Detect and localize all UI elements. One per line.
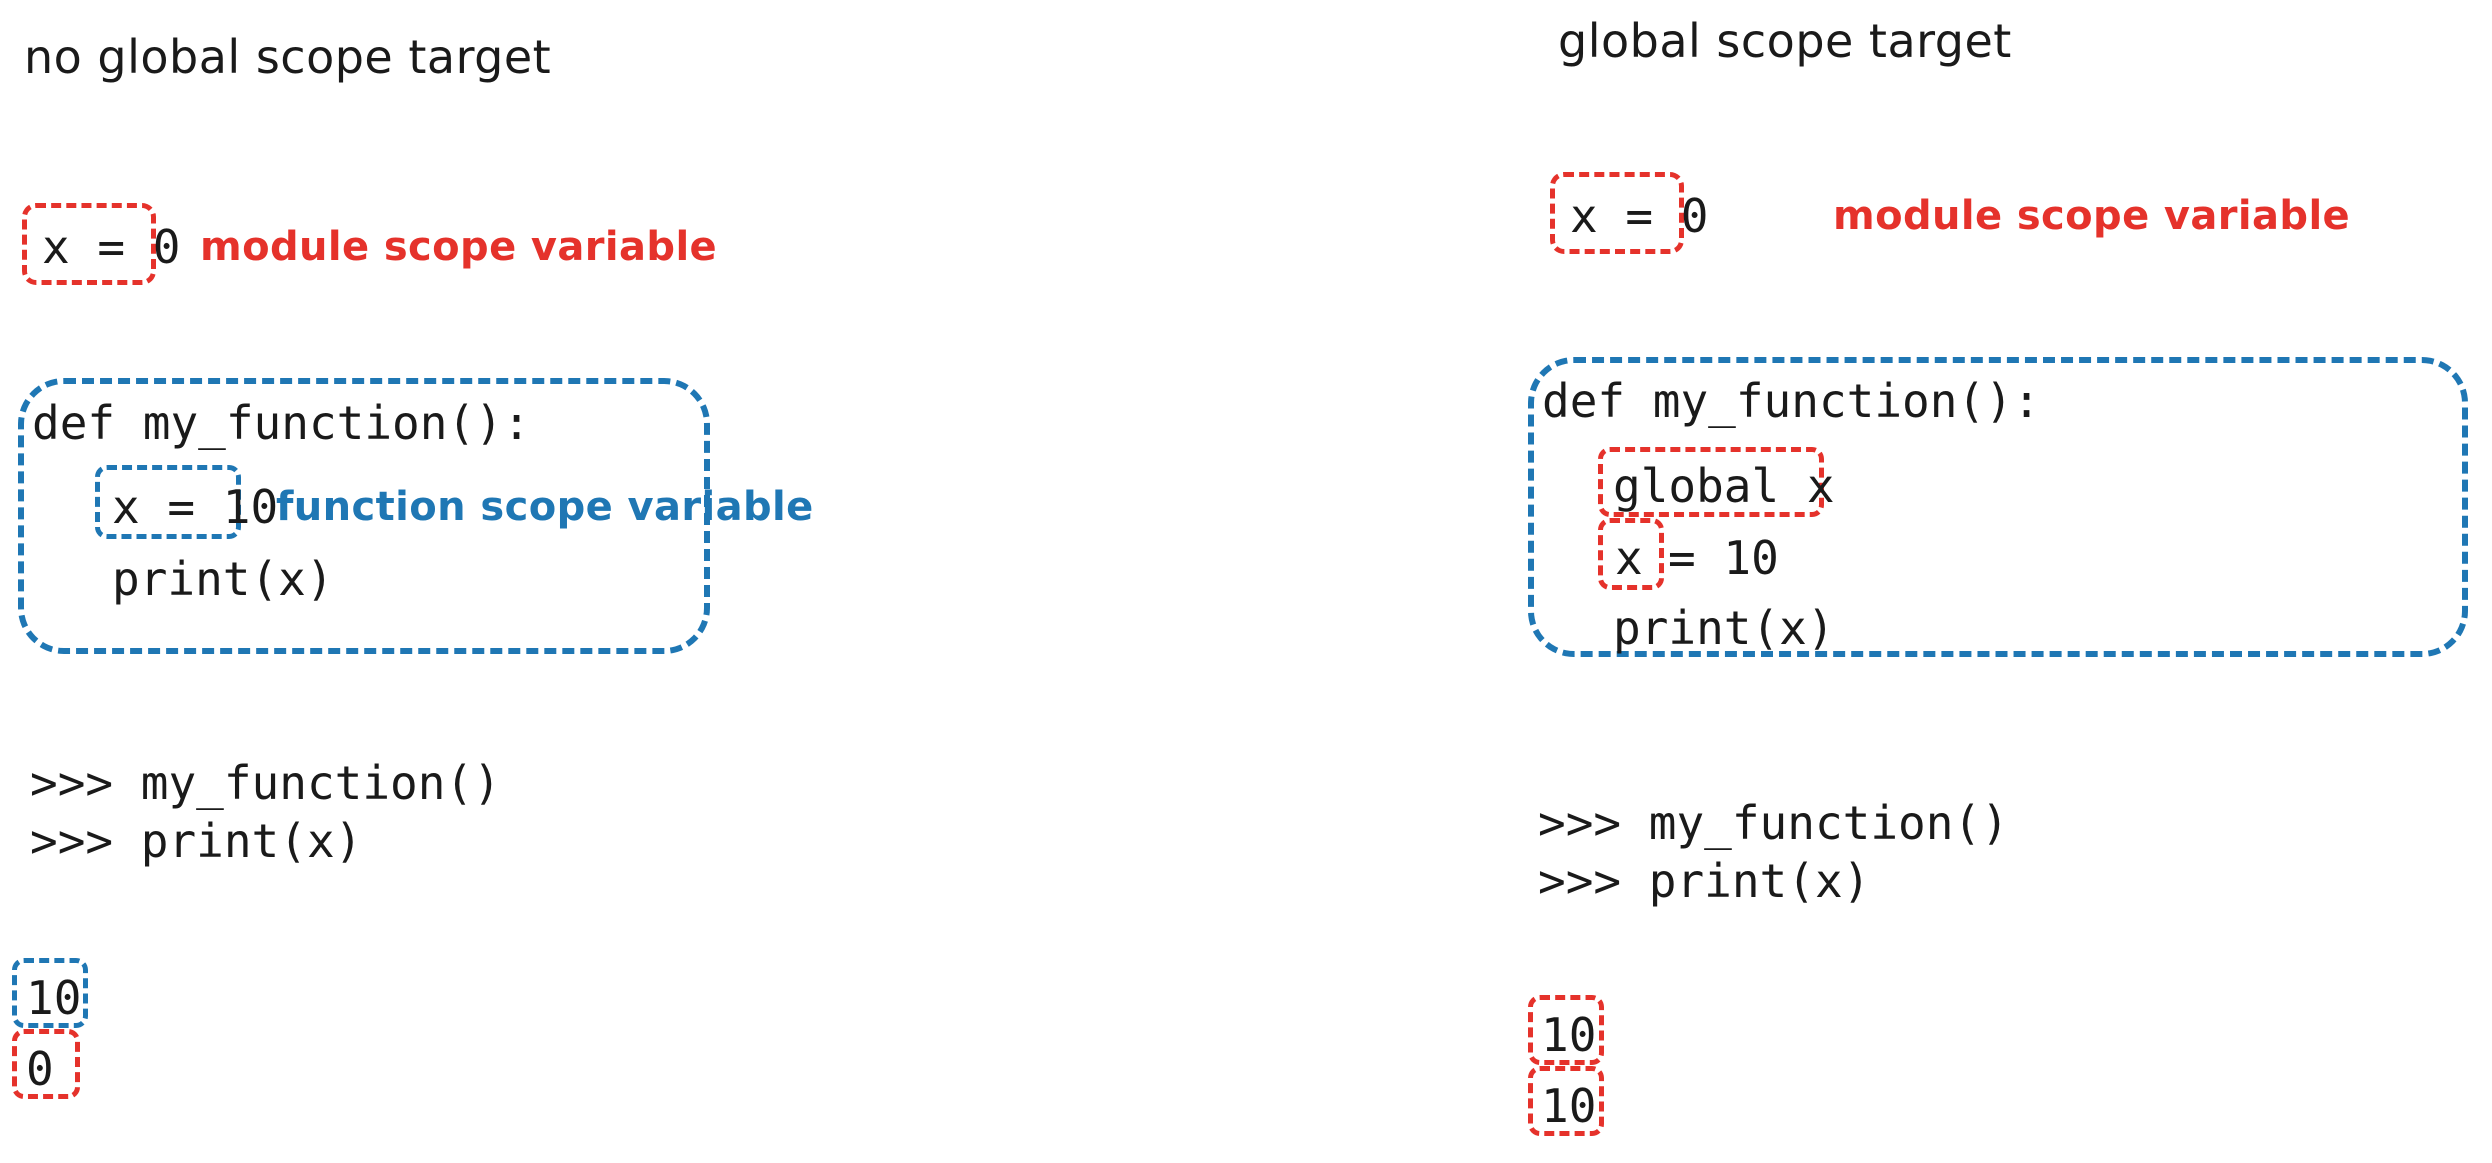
left-module-scope-annotation: module scope variable [200, 224, 718, 270]
left-output-value-2: 0 [26, 1042, 54, 1096]
right-output-value-1: 10 [1541, 1008, 1597, 1062]
right-output-value-2: 10 [1541, 1079, 1597, 1133]
right-repl-prompt-1: >>> my_function() [1538, 796, 2009, 850]
left-panel-title: no global scope target [24, 30, 552, 84]
right-assignment-rest: = 10 [1668, 531, 1779, 585]
right-global-statement-code: global x [1613, 459, 1835, 513]
left-repl-prompt-2: >>> print(x) [30, 814, 363, 868]
right-panel-title: global scope target [1558, 14, 2012, 68]
right-function-def-line: def my_function(): [1542, 374, 2041, 428]
left-module-variable-code: x = 0 [42, 220, 181, 274]
left-output-value-1: 10 [26, 971, 82, 1025]
right-module-variable-code: x = 0 [1570, 189, 1709, 243]
right-module-scope-annotation: module scope variable [1833, 193, 2351, 239]
right-repl-prompt-2: >>> print(x) [1538, 854, 1871, 908]
left-function-scope-annotation: function scope variable [276, 484, 814, 530]
left-function-print-line: print(x) [112, 552, 334, 606]
right-global-target-code: x [1615, 531, 1643, 585]
left-repl-prompt-1: >>> my_function() [30, 756, 501, 810]
left-function-variable-code: x = 10 [112, 480, 279, 534]
right-function-print-line: print(x) [1613, 601, 1835, 655]
left-function-def-line: def my_function(): [32, 396, 531, 450]
